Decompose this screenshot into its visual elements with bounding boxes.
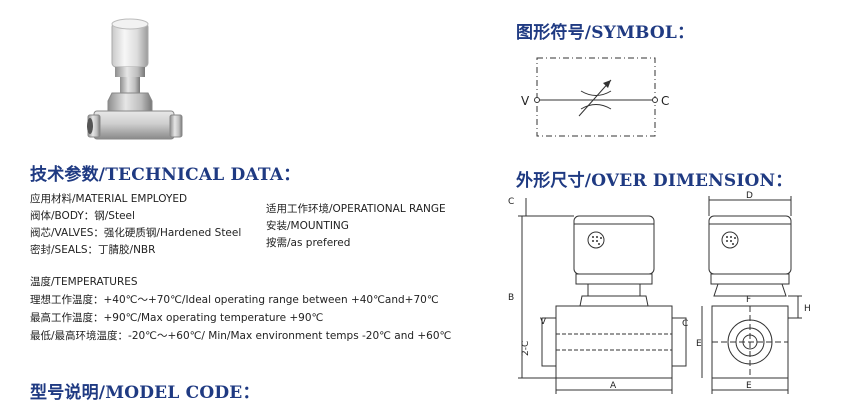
technical-data-heading: 技术参数/TECHNICAL DATA：	[30, 165, 301, 185]
dim-d: D	[746, 191, 753, 201]
temperatures: 温度/TEMPERATURES 理想工作温度：+40℃～+70℃/Ideal o…	[30, 276, 451, 348]
dim-e-side: E	[696, 339, 702, 349]
dim-2c: 2-C	[521, 341, 531, 356]
spec-mounting: 安装/MOUNTING	[266, 220, 349, 232]
dim-v: V	[540, 317, 547, 327]
specs-left: 应用材料/MATERIAL EMPLOYED 阀体/BODY：钢/Steel 阀…	[30, 193, 241, 261]
spec-seals: 密封/SEALS：丁腈胶/NBR	[30, 244, 156, 256]
dim-b: B	[508, 293, 514, 303]
spec-material: 应用材料/MATERIAL EMPLOYED	[30, 193, 188, 205]
spec-body: 阀体/BODY：钢/Steel	[30, 210, 135, 222]
spec-valves: 阀芯/VALVES：强化硬质钢/Hardened Steel	[30, 227, 242, 239]
dim-h: H	[804, 304, 811, 314]
hydraulic-symbol: V C	[515, 50, 685, 145]
valve-photo	[82, 15, 192, 150]
dimension-drawing: C B 2-C V C A D F H E E	[500, 188, 855, 400]
temp-max: 最高工作温度：+90℃/Max operating temperature +9…	[30, 312, 324, 324]
spec-as-prefered: 按需/as prefered	[266, 237, 351, 249]
dim-c-top: C	[508, 197, 514, 207]
model-code-heading: 型号说明/MODEL CODE：	[30, 383, 260, 403]
temp-ideal: 理想工作温度：+40℃～+70℃/Ideal operating range b…	[30, 294, 439, 306]
symbol-port-v: V	[521, 94, 530, 108]
symbol-heading: 图形符号/SYMBOL：	[516, 23, 695, 43]
temp-title: 温度/TEMPERATURES	[30, 276, 138, 288]
symbol-port-c: C	[661, 94, 669, 108]
dim-a: A	[610, 381, 617, 391]
dim-e-bottom: E	[746, 381, 752, 391]
specs-right: 适用工作环境/OPERATIONAL RANGE 安装/MOUNTING 按需/…	[266, 203, 446, 254]
over-dimension-heading: 外形尺寸/OVER DIMENSION：	[516, 171, 793, 191]
dim-port-c: C	[682, 319, 688, 329]
temp-environment: 最低/最高环境温度：-20℃～+60℃/ Min/Max environment…	[30, 330, 452, 342]
spec-operational-range: 适用工作环境/OPERATIONAL RANGE	[266, 203, 446, 215]
dim-f: F	[746, 295, 751, 305]
